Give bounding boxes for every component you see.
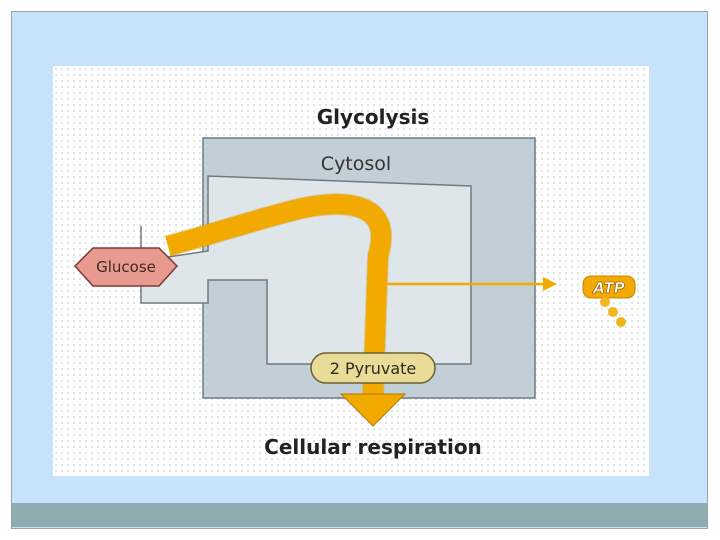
atp-branch-arrowhead <box>543 277 557 291</box>
cytosol-label: Cytosol <box>321 153 391 175</box>
pyruvate-label: 2 Pyruvate <box>330 359 417 378</box>
slide-bottom-bar <box>12 503 707 527</box>
atp-symbol: ATP <box>582 275 636 327</box>
atp-phosphate-3 <box>616 317 626 327</box>
glycolysis-figure: Glucose 2 Pyruvate Glycolysis Cytosol Ce… <box>53 66 649 476</box>
diagram-title: Glycolysis <box>317 105 429 129</box>
atp-badge <box>582 275 636 299</box>
glucose-label: Glucose <box>96 258 156 276</box>
cellular-respiration-label: Cellular respiration <box>264 435 482 459</box>
atp-label: ATP <box>592 279 624 297</box>
pathway-arrowhead <box>339 393 407 427</box>
pathway-arrow-core <box>165 194 392 397</box>
pyruvate-pill <box>310 352 436 384</box>
atp-phosphate-1 <box>600 297 610 307</box>
glycolysis-diagram: Glucose 2 Pyruvate Glycolysis Cytosol Ce… <box>73 105 636 459</box>
atp-phosphate-2 <box>608 307 618 317</box>
glucose-hexagon <box>73 247 179 287</box>
